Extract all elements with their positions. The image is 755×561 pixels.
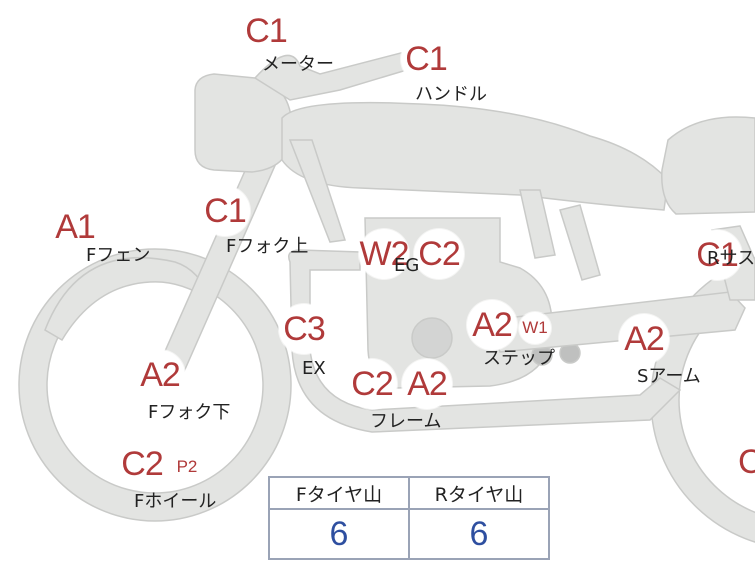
frame-grade-badge-2: A2: [402, 359, 452, 409]
f-tire-tread-value: 6: [268, 508, 410, 560]
handle-label: ハンドル: [415, 84, 487, 105]
meter-grade-badge: C1: [241, 6, 291, 56]
frame-grade-badge-1: C2: [347, 359, 397, 409]
f-wheel-label: Fホイール: [134, 491, 217, 512]
r-suspension-label: Rサス: [707, 248, 755, 269]
handle-grade-badge: C1: [401, 34, 451, 84]
exhaust-shape: [288, 249, 682, 433]
r-suspension-grade-badge: C1: [692, 230, 742, 280]
f-fork-lower-label: Fフォク下: [148, 402, 231, 423]
f-wheel-grade-badge-2: P2: [171, 451, 203, 483]
engine-grade-badge-2: C2: [414, 229, 464, 279]
exhaust-grade-badge: C3: [279, 304, 329, 354]
engine-grade-badge-1: W2: [359, 229, 410, 279]
exhaust-label: EX: [302, 358, 326, 379]
f-wheel-grade-badge-1: C2: [117, 439, 167, 489]
f-fender-label: Fフェン: [86, 245, 151, 266]
tire-tread-table: Fタイヤ山 Rタイヤ山 6 6: [268, 476, 550, 560]
f-fork-upper-grade-badge: C1: [200, 186, 250, 236]
f-fork-upper-label: Fフォク上: [226, 236, 309, 257]
f-tire-tread-header: Fタイヤ山: [268, 476, 410, 510]
frame-label: フレーム: [370, 411, 442, 432]
r-tire-tread-value: 6: [408, 508, 550, 560]
f-fender-grade-badge: A1: [50, 202, 100, 252]
meter-label: メーター: [262, 54, 334, 75]
s-arm-label: Sアーム: [637, 366, 701, 387]
fuel-tank-shape: [281, 101, 669, 211]
seat-shape: [661, 116, 755, 215]
frame-tube-shape: [288, 139, 346, 243]
r-wheel-grade-badge: C: [734, 437, 755, 487]
step-grade-badge-2: W1: [519, 312, 551, 344]
s-arm-grade-badge: A2: [619, 314, 669, 364]
r-tire-tread-header: Rタイヤ山: [408, 476, 550, 510]
f-fork-lower-grade-badge: A2: [135, 350, 185, 400]
step-label: ステップ: [483, 348, 555, 369]
step-grade-badge-1: A2: [467, 300, 517, 350]
engine-label: EG: [394, 255, 420, 276]
